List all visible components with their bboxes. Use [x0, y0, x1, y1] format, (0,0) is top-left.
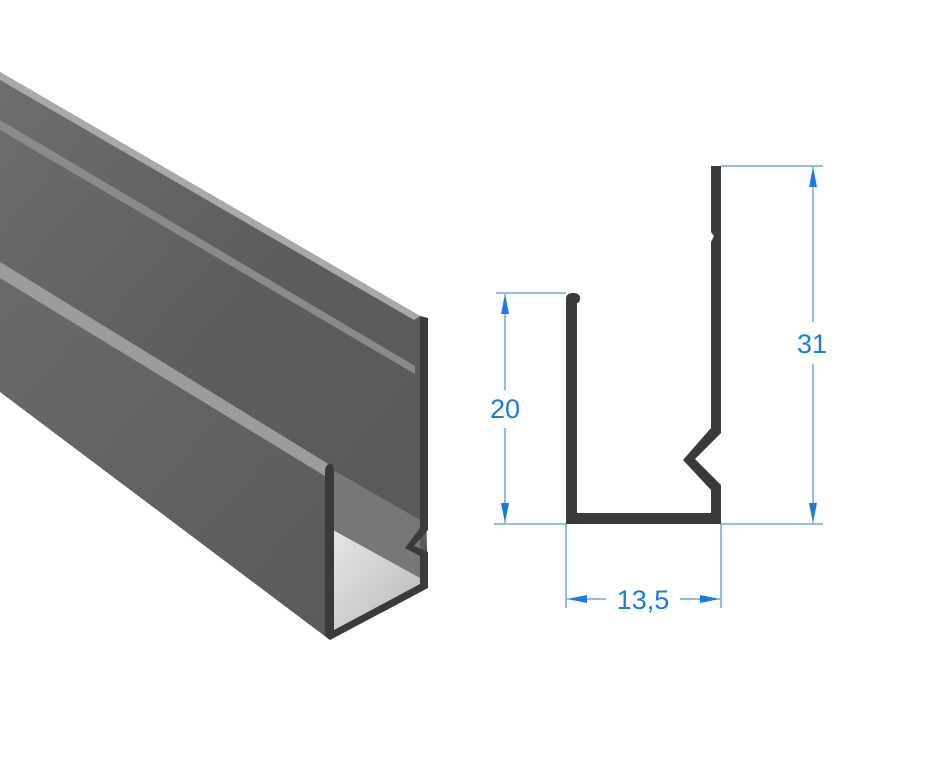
tall-wall-top-edge	[0, 72, 420, 320]
dimension-right-height: 31	[721, 165, 827, 525]
dimension-label-20: 20	[490, 394, 520, 424]
extrusion-3d-view	[0, 72, 428, 640]
dimension-label-31: 31	[797, 329, 827, 359]
front-wall-face	[0, 262, 330, 640]
dimension-label-13-5: 13,5	[617, 585, 670, 615]
channel-floor	[333, 530, 420, 636]
cross-section-profile	[566, 166, 721, 524]
dimension-width: 13,5	[565, 524, 722, 615]
dimension-left-height: 20	[490, 292, 566, 525]
groove-line	[0, 120, 415, 374]
tall-wall-face	[0, 72, 428, 580]
front-wall-top-edge	[0, 262, 330, 476]
